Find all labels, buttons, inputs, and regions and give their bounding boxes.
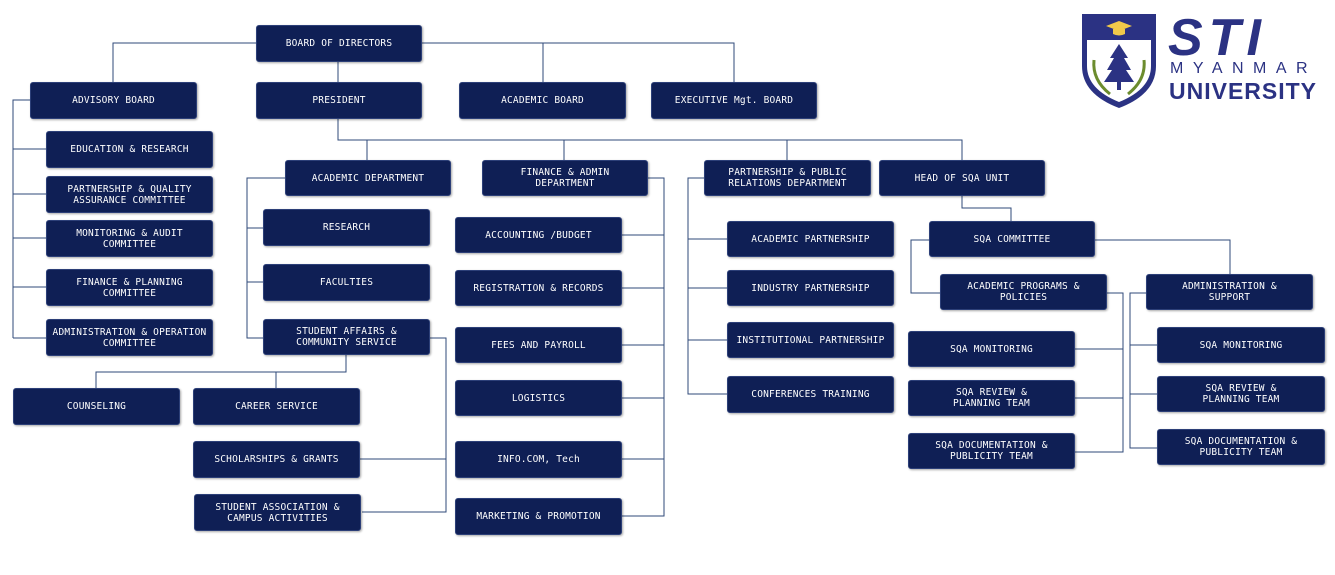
node-academic-partnership: ACADEMIC PARTNERSHIP xyxy=(727,221,894,257)
node-faculties: FACULTIES xyxy=(263,264,430,301)
connector xyxy=(910,239,940,294)
node-administration-operation: ADMINISTRATION & OPERATION COMMITTEE xyxy=(46,319,213,356)
node-sqa-review-right: SQA REVIEW & PLANNING TEAM xyxy=(1157,376,1325,412)
node-logistics: LOGISTICS xyxy=(455,380,622,416)
connector xyxy=(246,177,285,339)
node-fees-payroll: FEES AND PAYROLL xyxy=(455,327,622,363)
node-finance-admin-department: FINANCE & ADMIN DEPARTMENT xyxy=(482,160,648,196)
node-info-com-tech: INFO.COM, Tech xyxy=(455,441,622,478)
node-president: PRESIDENT xyxy=(256,82,422,119)
connector xyxy=(688,238,727,341)
connector xyxy=(13,148,46,339)
node-institutional-partnership: INSTITUTIONAL PARTNERSHIP xyxy=(727,322,894,358)
node-marketing-promotion: MARKETING & PROMOTION xyxy=(455,498,622,535)
connector xyxy=(112,42,256,82)
node-student-association: STUDENT ASSOCIATION & CAMPUS ACTIVITIES xyxy=(194,494,361,531)
node-sqa-review-left: SQA REVIEW & PLANNING TEAM xyxy=(908,380,1075,416)
node-academic-board: ACADEMIC BOARD xyxy=(459,82,626,119)
connector xyxy=(247,227,263,283)
node-executive-board: EXECUTIVE Mgt. BOARD xyxy=(651,82,817,119)
node-sqa-documentation-left: SQA DOCUMENTATION & PUBLICITY TEAM xyxy=(908,433,1075,469)
connector xyxy=(337,119,963,160)
node-student-affairs: STUDENT AFFAIRS & COMMUNITY SERVICE xyxy=(263,319,430,355)
node-education-research: EDUCATION & RESEARCH xyxy=(46,131,213,168)
node-conferences-training: CONFERENCES TRAINING xyxy=(727,376,894,413)
connector xyxy=(1129,292,1157,449)
node-career-service: CAREER SERVICE xyxy=(193,388,360,425)
logo-myanmar-text: MYANMAR xyxy=(1170,60,1318,77)
node-accounting-budget: ACCOUNTING /BUDGET xyxy=(455,217,622,253)
node-board-of-directors: BOARD OF DIRECTORS xyxy=(256,25,422,62)
node-registration-records: REGISTRATION & RECORDS xyxy=(455,270,622,306)
node-academic-department: ACADEMIC DEPARTMENT xyxy=(285,160,451,196)
connector xyxy=(1075,348,1123,399)
connector xyxy=(1095,239,1231,274)
node-administration-support: ADMINISTRATION & SUPPORT xyxy=(1146,274,1313,310)
connector xyxy=(95,355,347,388)
connector xyxy=(1075,292,1124,453)
node-advisory-board: ADVISORY BOARD xyxy=(30,82,197,119)
node-partnership-pr-department: PARTNERSHIP & PUBLIC RELATIONS DEPARTMEN… xyxy=(704,160,871,196)
connector xyxy=(362,337,447,513)
connector xyxy=(622,234,664,460)
node-sqa-monitoring-right: SQA MONITORING xyxy=(1157,327,1325,363)
node-partnership-quality: PARTNERSHIP & QUALITY ASSURANCE COMMITTE… xyxy=(46,176,213,213)
node-sqa-monitoring-left: SQA MONITORING xyxy=(908,331,1075,367)
connector xyxy=(622,177,665,517)
node-finance-planning: FINANCE & PLANNING COMMITTEE xyxy=(46,269,213,306)
node-scholarships-grants: SCHOLARSHIPS & GRANTS xyxy=(193,441,360,478)
connector xyxy=(366,140,788,160)
node-sqa-documentation-right: SQA DOCUMENTATION & PUBLICITY TEAM xyxy=(1157,429,1325,465)
node-industry-partnership: INDUSTRY PARTNERSHIP xyxy=(727,270,894,306)
logo-brand-text: STI xyxy=(1168,9,1267,67)
node-academic-programs-policies: ACADEMIC PROGRAMS & POLICIES xyxy=(940,274,1107,310)
connector xyxy=(1130,344,1157,395)
connector xyxy=(961,196,1012,221)
node-monitoring-audit: MONITORING & AUDIT COMMITTEE xyxy=(46,220,213,257)
node-counseling: COUNSELING xyxy=(13,388,180,425)
logo-university-text: UNIVERSITY xyxy=(1169,78,1318,104)
sti-myanmar-university-logo: STI MYANMAR UNIVERSITY xyxy=(1080,9,1325,112)
node-head-sqa-unit: HEAD OF SQA UNIT xyxy=(879,160,1045,196)
connector xyxy=(687,177,727,395)
node-sqa-committee: SQA COMMITTEE xyxy=(929,221,1095,257)
crest-icon xyxy=(1082,14,1156,108)
node-research: RESEARCH xyxy=(263,209,430,246)
connector xyxy=(12,99,30,338)
connector xyxy=(422,42,735,82)
